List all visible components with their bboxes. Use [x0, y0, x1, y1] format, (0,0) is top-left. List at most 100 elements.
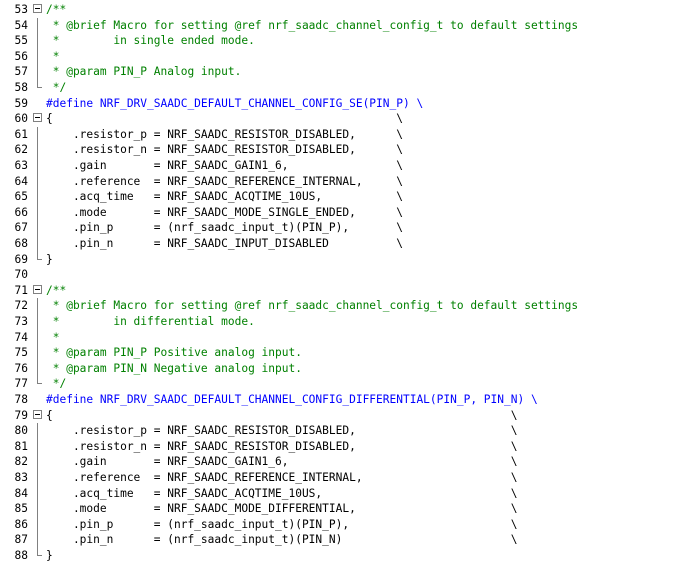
- line-number: 68: [14, 237, 28, 250]
- code-line[interactable]: 62 .resistor_n = NRF_SAADC_RESISTOR_DISA…: [0, 142, 690, 158]
- code-text: *: [46, 49, 60, 63]
- code-text: *: [46, 330, 60, 344]
- code-text: /**: [46, 283, 67, 297]
- code-line[interactable]: 85 .mode = NRF_SAADC_MODE_DIFFERENTIAL, …: [0, 501, 690, 517]
- line-number: 87: [14, 533, 28, 547]
- line-number: 69: [14, 252, 28, 266]
- fold-guide: [37, 423, 38, 439]
- fold-guide: [37, 532, 38, 548]
- code-line[interactable]: 66 .mode = NRF_SAADC_MODE_SINGLE_ENDED, …: [0, 204, 690, 221]
- line-number: 62: [14, 143, 28, 157]
- fold-guide: [37, 220, 38, 236]
- code-line[interactable]: 79{ \: [0, 408, 690, 424]
- line-number: 81: [14, 439, 28, 453]
- code-line[interactable]: 61 .resistor_p = NRF_SAADC_RESISTOR_DISA…: [0, 126, 690, 143]
- line-number: 80: [14, 424, 28, 438]
- code-line[interactable]: 71/**: [0, 283, 690, 299]
- fold-guide: [37, 158, 38, 174]
- line-number: 82: [14, 455, 28, 469]
- line-number: 78: [14, 393, 28, 406]
- code-text: .gain = NRF_SAADC_GAIN1_6, \: [46, 455, 518, 469]
- fold-guide: [37, 516, 38, 533]
- code-line[interactable]: 82 .gain = NRF_SAADC_GAIN1_6, \: [0, 454, 690, 470]
- code-line[interactable]: 70: [0, 267, 690, 283]
- code-text: .pin_p = (nrf_saadc_input_t)(PIN_P), \: [46, 517, 518, 531]
- code-line[interactable]: 53/**: [0, 2, 690, 18]
- fold-guide: [37, 189, 38, 205]
- code-line[interactable]: 68 .pin_n = NRF_SAADC_INPUT_DISABLED \: [0, 236, 690, 252]
- code-line[interactable]: 60 { \: [0, 111, 690, 127]
- code-text: * @param PIN_N Negative analog input.: [46, 361, 302, 375]
- code-line[interactable]: 83 .reference = NRF_SAADC_REFERENCE_INTE…: [0, 470, 690, 486]
- fold-end-marker: [37, 376, 42, 385]
- code-line[interactable]: 56 *: [0, 48, 690, 65]
- code-line[interactable]: 86 .pin_p = (nrf_saadc_input_t)(PIN_P), …: [0, 516, 690, 533]
- code-text: */: [46, 81, 67, 94]
- code-line[interactable]: 63 .gain = NRF_SAADC_GAIN1_6, \: [0, 158, 690, 174]
- fold-end-marker: [37, 80, 42, 88]
- code-line[interactable]: 65 .acq_time = NRF_SAADC_ACQTIME_10US, \: [0, 189, 690, 205]
- fold-toggle-icon[interactable]: [33, 284, 42, 294]
- code-text: { \: [46, 112, 403, 126]
- code-line[interactable]: 69}: [0, 251, 690, 268]
- code-text: .reference = NRF_SAADC_REFERENCE_INTERNA…: [46, 174, 403, 188]
- code-line[interactable]: 72 * @brief Macro for setting @ref nrf_s…: [0, 298, 690, 314]
- code-line[interactable]: 81 .resistor_n = NRF_SAADC_RESISTOR_DISA…: [0, 438, 690, 455]
- line-number: 57: [14, 65, 28, 79]
- line-number: 64: [14, 174, 28, 188]
- code-line[interactable]: 64 .reference = NRF_SAADC_REFERENCE_INTE…: [0, 173, 690, 190]
- fold-guide: [37, 345, 38, 361]
- code-line[interactable]: 74 *: [0, 329, 690, 346]
- code-text: .gain = NRF_SAADC_GAIN1_6, \: [46, 159, 403, 172]
- fold-guide: [37, 501, 38, 517]
- code-line[interactable]: 84 .acq_time = NRF_SAADC_ACQTIME_10US, \: [0, 485, 690, 502]
- fold-toggle-icon[interactable]: [33, 409, 42, 419]
- code-text: .resistor_n = NRF_SAADC_RESISTOR_DISABLE…: [46, 143, 403, 157]
- fold-guide: [37, 470, 38, 486]
- code-text: * @brief Macro for setting @ref nrf_saad…: [46, 18, 579, 32]
- code-line[interactable]: 87 .pin_n = (nrf_saadc_input_t)(PIN_N) \: [0, 532, 690, 548]
- line-number: 77: [14, 377, 28, 391]
- code-line[interactable]: 54 * @brief Macro for setting @ref nrf_s…: [0, 17, 690, 34]
- fold-guide: [37, 17, 38, 34]
- code-line[interactable]: 77 */: [0, 376, 690, 392]
- line-number: 85: [14, 502, 28, 516]
- code-line[interactable]: 73 * in differential mode.: [0, 314, 690, 330]
- line-number: 63: [14, 159, 28, 172]
- code-line[interactable]: 58 */: [0, 80, 690, 96]
- fold-guide: [37, 236, 38, 252]
- code-text: * in differential mode.: [46, 315, 255, 328]
- line-number: 75: [14, 346, 28, 360]
- line-number: 53: [14, 3, 28, 16]
- fold-toggle-icon[interactable]: [33, 113, 42, 123]
- code-text: .resistor_p = NRF_SAADC_RESISTOR_DISABLE…: [46, 127, 403, 141]
- code-line[interactable]: 57 * @param PIN_P Analog input.: [0, 64, 690, 80]
- code-text: .mode = NRF_SAADC_MODE_SINGLE_ENDED, \: [46, 205, 403, 219]
- code-line[interactable]: 76 * @param PIN_N Negative analog input.: [0, 360, 690, 377]
- code-text: .resistor_n = NRF_SAADC_RESISTOR_DISABLE…: [46, 439, 518, 453]
- code-text: .acq_time = NRF_SAADC_ACQTIME_10US, \: [46, 486, 518, 500]
- line-number: 76: [14, 361, 28, 375]
- code-text: * @param PIN_P Analog input.: [46, 65, 242, 79]
- fold-guide: [37, 298, 38, 314]
- fold-guide: [37, 329, 38, 346]
- code-text: * @brief Macro for setting @ref nrf_saad…: [46, 299, 579, 313]
- code-text: .mode = NRF_SAADC_MODE_DIFFERENTIAL, \: [46, 502, 518, 516]
- fold-toggle-icon[interactable]: [33, 4, 42, 13]
- code-text: }: [46, 549, 53, 562]
- code-line[interactable]: 88}: [0, 548, 690, 564]
- code-text: .reference = NRF_SAADC_REFERENCE_INTERNA…: [46, 471, 518, 484]
- code-line[interactable]: 78 #define NRF_DRV_SAADC_DEFAULT_CHANNEL_…: [0, 392, 690, 408]
- code-text: #define NRF_DRV_SAADC_DEFAULT_CHANNEL_CO…: [46, 393, 538, 406]
- code-line[interactable]: 55 * in single ended mode.: [0, 33, 690, 49]
- line-number: 60: [14, 112, 28, 126]
- fold-guide: [37, 142, 38, 158]
- code-line[interactable]: 59#define NRF_DRV_SAADC_DEFAULT_CHANNEL_…: [0, 96, 690, 112]
- code-line[interactable]: 80 .resistor_p = NRF_SAADC_RESISTOR_DISA…: [0, 423, 690, 439]
- line-number: 55: [14, 34, 28, 48]
- code-line[interactable]: 67 .pin_p = (nrf_saadc_input_t)(PIN_P), …: [0, 220, 690, 236]
- code-text: * in single ended mode.: [46, 34, 255, 48]
- fold-guide: [37, 64, 38, 80]
- code-line[interactable]: 75 * @param PIN_P Positive analog input.: [0, 345, 690, 361]
